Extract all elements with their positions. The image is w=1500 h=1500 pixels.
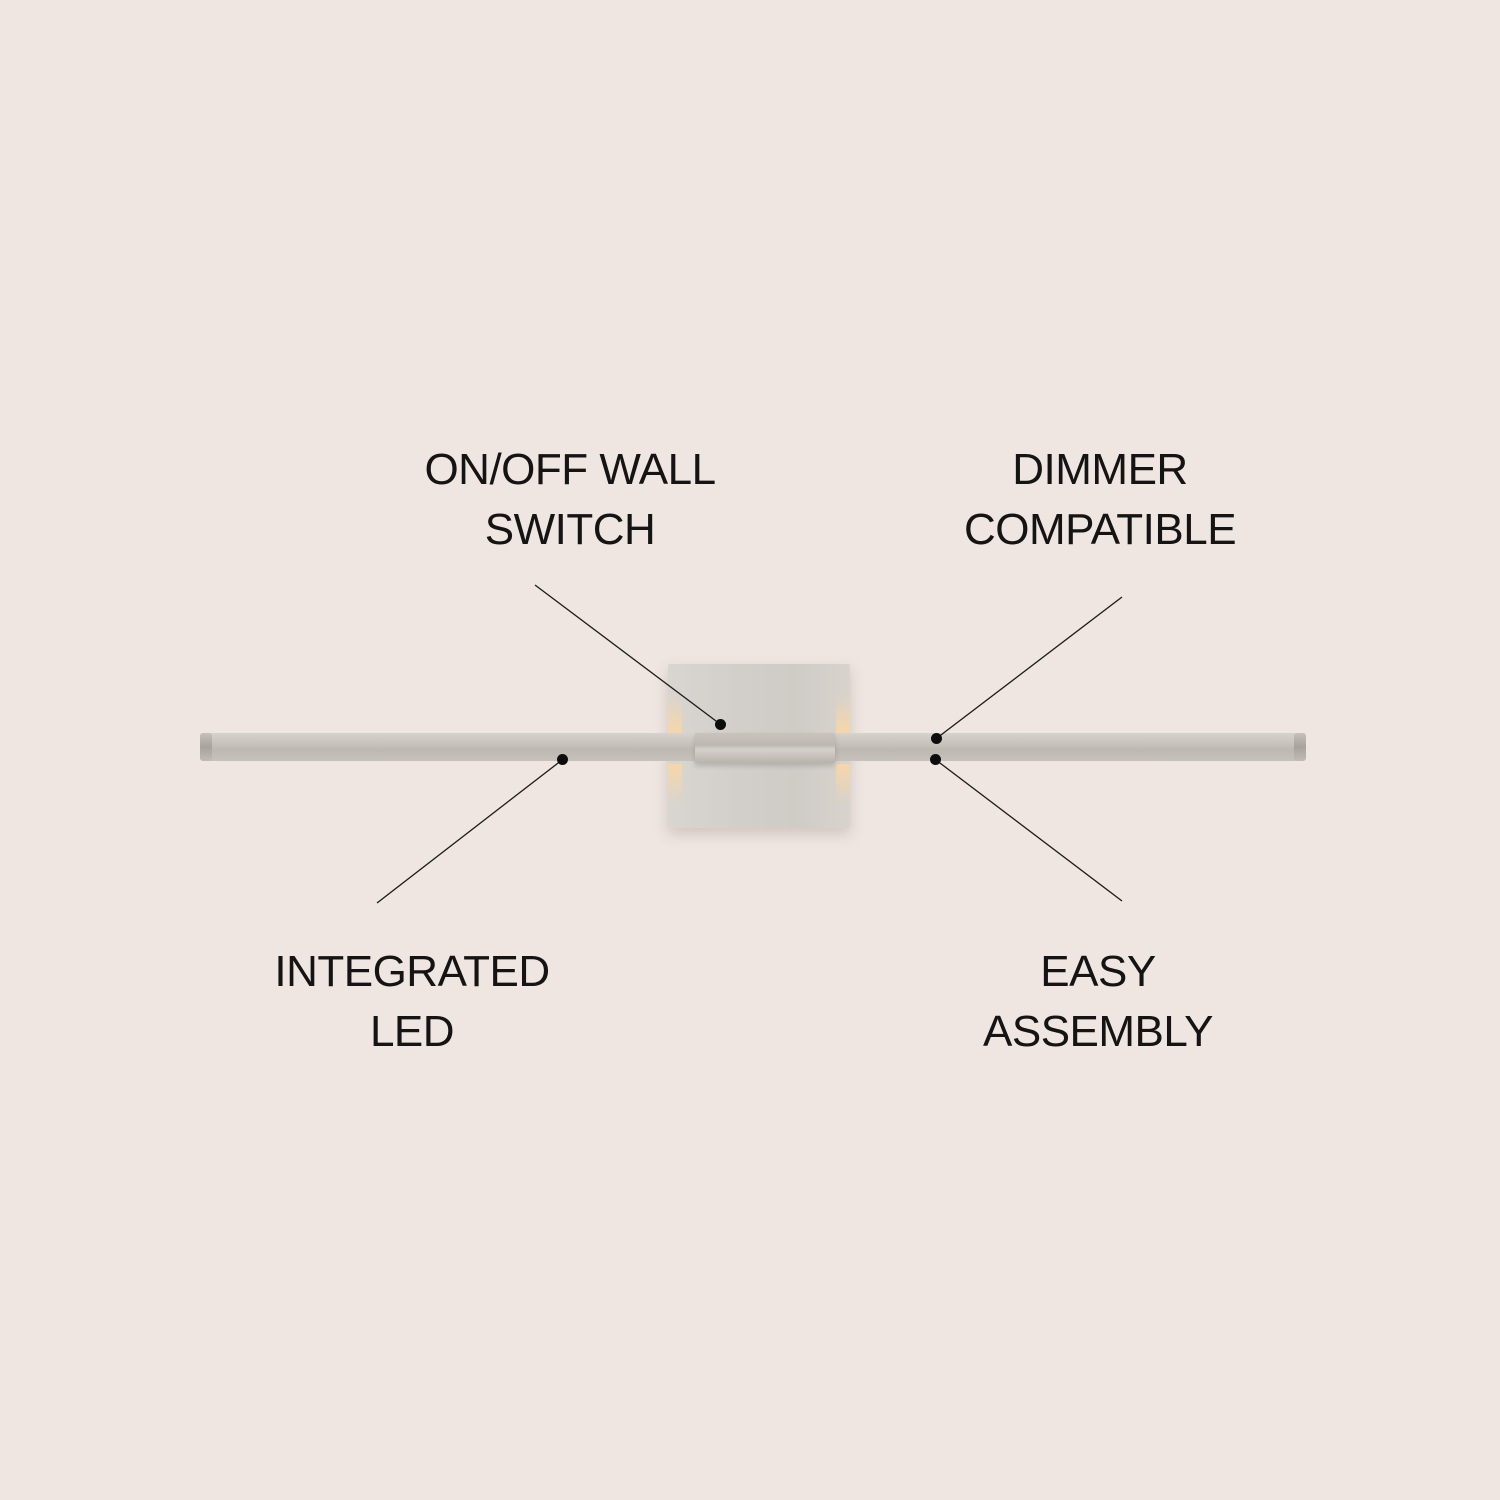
callout-dot-led — [557, 754, 568, 765]
feature-label-led: INTEGRATED LED — [212, 942, 612, 1062]
right-end-cap — [1294, 733, 1306, 761]
feature-line1: ON/OFF WALL — [424, 445, 716, 494]
callout-dot-dimmer — [931, 733, 942, 744]
callout-dot-switch — [715, 719, 726, 730]
center-sleeve — [695, 733, 835, 763]
feature-line1: EASY — [1040, 947, 1156, 996]
feature-line2: SWITCH — [484, 505, 656, 554]
backplate-glow-top-right — [836, 694, 850, 734]
backplate-glow-top-left — [668, 694, 682, 734]
feature-line1: INTEGRATED — [274, 947, 550, 996]
feature-label-dimmer: DIMMER COMPATIBLE — [900, 440, 1300, 560]
feature-line1: DIMMER — [1012, 445, 1188, 494]
left-end-cap — [200, 733, 212, 761]
feature-line2: COMPATIBLE — [963, 505, 1237, 554]
feature-line2: ASSEMBLY — [983, 1007, 1213, 1056]
feature-label-assembly: EASY ASSEMBLY — [898, 942, 1298, 1062]
callout-dot-assembly — [930, 754, 941, 765]
feature-line2: LED — [369, 1007, 455, 1056]
feature-label-switch: ON/OFF WALL SWITCH — [370, 440, 770, 560]
